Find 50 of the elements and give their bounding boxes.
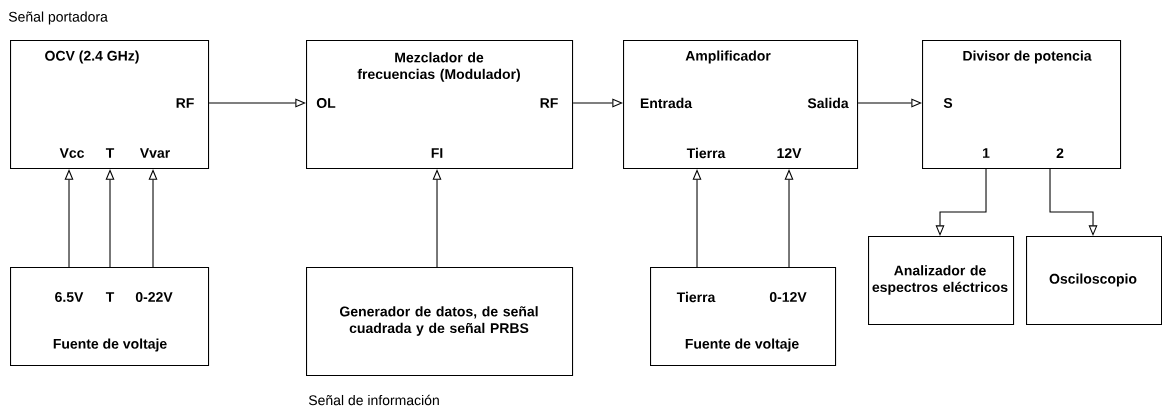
block-title: Divisor de potencia <box>963 50 1092 64</box>
port-label: Vvar <box>139 148 170 158</box>
signal-caption: Señal portadora <box>8 11 108 25</box>
port-label: RF <box>176 98 194 108</box>
block-box <box>1026 236 1162 326</box>
arrow <box>1049 168 1098 236</box>
block-box <box>10 267 210 367</box>
port-label: 2 <box>1056 148 1064 158</box>
block-title: Tierra <box>676 291 716 303</box>
block-title: Amplificador <box>685 50 771 64</box>
arrow <box>105 169 115 268</box>
arrow <box>935 168 987 236</box>
port-label: Tierra <box>686 147 726 159</box>
port-label: Vcc <box>59 148 85 158</box>
arrow <box>572 98 623 108</box>
block-title: Analizador de espectros eléctricos <box>872 265 1008 295</box>
port-label: S <box>943 98 953 108</box>
port-label: Fuente de voltaje <box>53 338 167 352</box>
block-box <box>10 40 210 170</box>
block-title: Generador de datos, de señal cuadrada y de señal PRBS <box>340 306 538 336</box>
port-label: T <box>105 148 115 158</box>
port-label: OL <box>316 98 336 108</box>
arrow <box>148 169 158 268</box>
port-label: 0-12V <box>769 292 807 302</box>
port-label: Entrada <box>640 97 693 109</box>
arrow <box>857 98 922 108</box>
port-label: 1 <box>983 148 990 158</box>
port-label: RF <box>540 98 558 108</box>
arrow <box>64 169 74 268</box>
arrow <box>692 169 702 268</box>
port-label: 12V <box>777 148 802 158</box>
block-box <box>306 40 574 170</box>
block-title: Osciloscopio <box>1049 273 1137 287</box>
block-box <box>650 267 837 367</box>
arrow <box>208 98 306 108</box>
block-title: 6.5V <box>55 292 84 302</box>
block-title: Mezclador de frecuencias (Modulador) <box>357 52 520 82</box>
arrow <box>784 169 794 268</box>
port-label: Salida <box>807 97 849 109</box>
arrow <box>432 169 442 268</box>
port-label: T <box>105 292 115 302</box>
block-title: OCV (2.4 GHz) <box>45 50 139 64</box>
port-label: FI <box>431 148 443 158</box>
block-box <box>306 267 574 377</box>
port-label: Fuente de voltaje <box>685 338 799 352</box>
block-box <box>922 40 1122 170</box>
block-box <box>868 236 1015 326</box>
port-label: 0-22V <box>135 292 173 302</box>
signal-caption: Señal de información <box>308 394 439 406</box>
block-box <box>623 40 859 170</box>
